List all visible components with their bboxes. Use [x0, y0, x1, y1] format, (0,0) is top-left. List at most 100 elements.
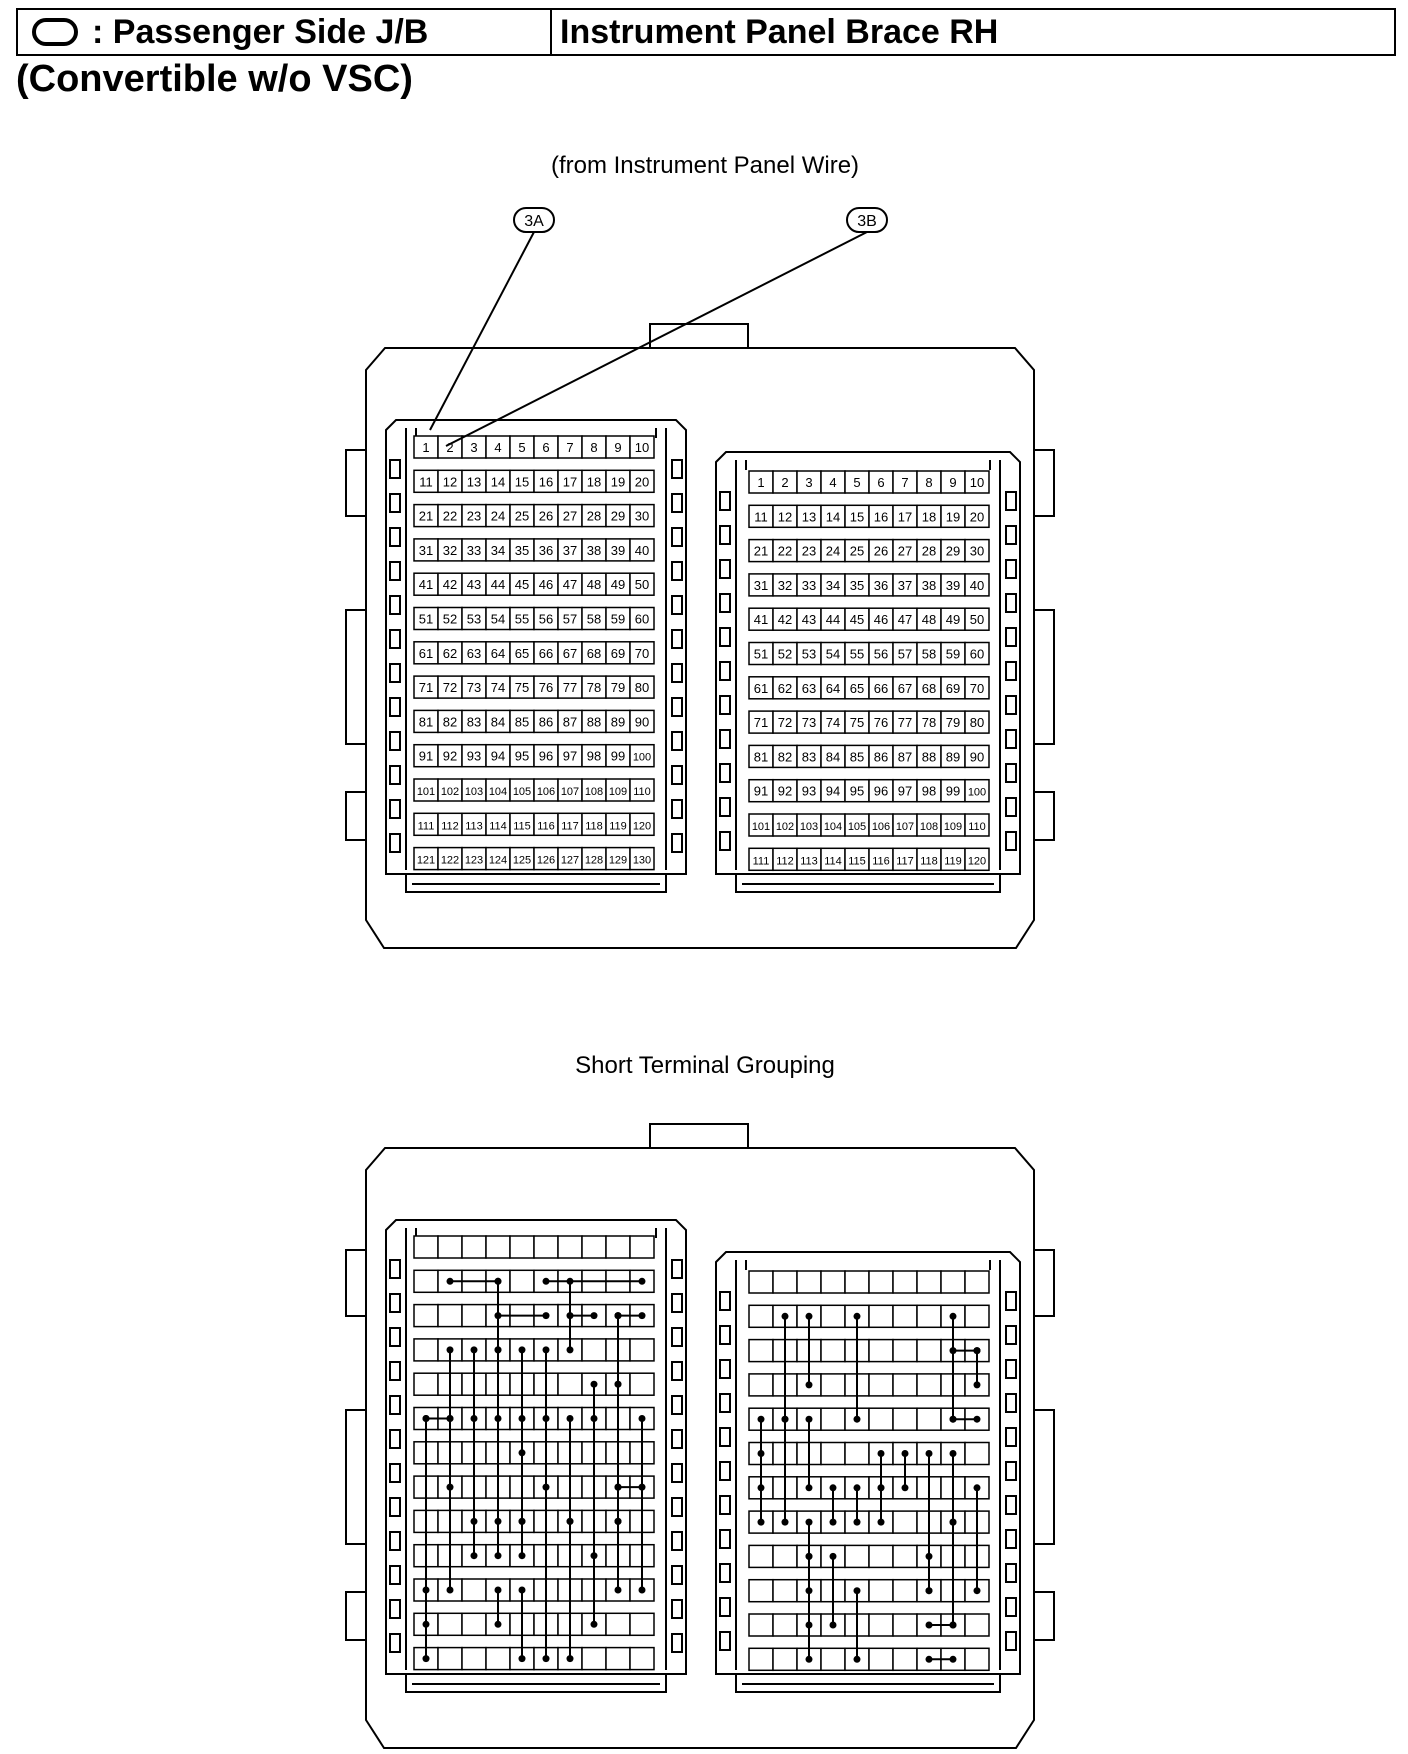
short-dot — [805, 1415, 813, 1423]
short-dot — [829, 1552, 837, 1560]
side-clip — [1005, 1461, 1017, 1481]
side-clip — [671, 1599, 683, 1619]
terminal-number: 114 — [489, 820, 507, 832]
terminal-number: 58 — [587, 612, 601, 627]
terminal-cell: 1 — [413, 435, 439, 459]
terminal-cell: 22 — [437, 503, 463, 528]
terminal-number: 25 — [515, 509, 529, 524]
terminal-cell: 45 — [509, 572, 535, 596]
terminal-cell — [916, 1270, 942, 1294]
terminal-number: 113 — [800, 855, 818, 867]
terminal-cell — [820, 1441, 846, 1466]
bottom-lip — [405, 874, 667, 893]
side-clip — [719, 1631, 731, 1651]
terminal-cell: 101 — [748, 813, 774, 837]
terminal-cell: 116 — [533, 812, 559, 837]
housing-body — [365, 1147, 1035, 1749]
terminal-cell: 78 — [916, 710, 942, 734]
short-dot — [757, 1484, 765, 1492]
terminal-cell — [772, 1613, 798, 1637]
housing-side-tab-right — [1034, 1249, 1055, 1317]
terminal-cell: 95 — [509, 743, 535, 768]
terminal-number: 41 — [419, 577, 433, 592]
side-clip — [1005, 1291, 1017, 1311]
side-clip — [1005, 627, 1017, 647]
terminal-cell: 27 — [892, 538, 918, 563]
terminal-cell: 89 — [605, 709, 631, 734]
terminal-cell — [413, 1235, 439, 1259]
terminal-number: 103 — [465, 786, 483, 798]
short-dot — [925, 1655, 933, 1663]
terminal-cell: 18 — [581, 469, 607, 494]
grouping-3B-frame — [715, 1251, 1021, 1693]
terminal-cell: 42 — [437, 572, 463, 596]
terminal-number: 82 — [778, 749, 792, 764]
side-clip — [719, 797, 731, 817]
short-dot — [925, 1621, 933, 1629]
terminal-cell: 118 — [916, 847, 942, 872]
terminal-cell: 118 — [581, 812, 607, 837]
terminal-number: 114 — [824, 855, 842, 867]
short-dot — [757, 1415, 765, 1423]
terminal-number: 60 — [970, 647, 984, 662]
terminal-cell: 61 — [413, 641, 439, 665]
terminal-number: 99 — [611, 749, 625, 764]
terminal-cell: 7 — [892, 470, 918, 494]
terminal-cell — [892, 1304, 918, 1329]
terminal-cell: 98 — [916, 778, 942, 803]
terminal-number: 16 — [874, 509, 888, 524]
housing-side-tab-left — [345, 1591, 366, 1641]
terminal-cell: 17 — [557, 469, 583, 494]
terminal-cell: 107 — [892, 813, 918, 837]
terminal-number: 63 — [467, 646, 481, 661]
terminal-cell — [964, 1441, 990, 1466]
short-dot — [518, 1552, 526, 1560]
terminal-number: 126 — [537, 855, 555, 867]
terminal-cell: 79 — [940, 710, 966, 734]
side-clip — [671, 765, 683, 785]
terminal-number: 106 — [537, 786, 555, 798]
side-clip — [389, 663, 401, 683]
housing-side-tab-right — [1034, 1591, 1055, 1641]
terminal-cell: 3 — [796, 470, 822, 494]
terminal-number: 13 — [802, 509, 816, 524]
short-dot — [422, 1655, 430, 1663]
terminal-cell: 70 — [964, 676, 990, 700]
housing-side-tab-right — [1034, 1409, 1055, 1545]
terminal-number: 36 — [874, 578, 888, 593]
terminal-cell: 38 — [581, 538, 607, 562]
terminal-number: 47 — [898, 612, 912, 627]
terminal-number: 120 — [633, 820, 651, 832]
terminal-cell — [964, 1304, 990, 1329]
terminal-cell: 46 — [533, 572, 559, 596]
terminal-cell: 27 — [557, 503, 583, 528]
terminal-cell — [892, 1373, 918, 1397]
terminal-cell: 75 — [844, 710, 870, 734]
terminal-number: 65 — [850, 681, 864, 696]
side-clip — [1005, 1359, 1017, 1379]
terminal-cell: 32 — [772, 573, 798, 597]
terminal-cell — [892, 1270, 918, 1294]
connector-frame — [385, 1219, 687, 1675]
short-dot — [805, 1552, 813, 1560]
terminal-number: 31 — [754, 578, 768, 593]
terminal-number: 13 — [467, 474, 481, 489]
terminal-number: 8 — [590, 440, 597, 455]
side-clip — [1005, 593, 1017, 613]
terminal-cell — [820, 1338, 846, 1363]
terminal-cell: 24 — [485, 503, 511, 528]
terminal-number: 88 — [587, 714, 601, 729]
short-dot — [614, 1380, 622, 1388]
page-subtitle: (Convertible w/o VSC) — [16, 58, 413, 100]
terminal-cell: 106 — [533, 778, 559, 802]
short-dot — [614, 1483, 622, 1491]
location-oval-icon — [32, 18, 78, 46]
terminal-cell: 115 — [844, 847, 870, 872]
terminal-cell: 10 — [964, 470, 990, 494]
terminal-number: 11 — [419, 474, 433, 489]
terminal-cell: 114 — [485, 812, 511, 837]
short-dot — [638, 1586, 646, 1594]
terminal-cell: 73 — [796, 710, 822, 734]
short-dot — [805, 1621, 813, 1629]
grouping-3A-pins — [413, 1235, 655, 1671]
